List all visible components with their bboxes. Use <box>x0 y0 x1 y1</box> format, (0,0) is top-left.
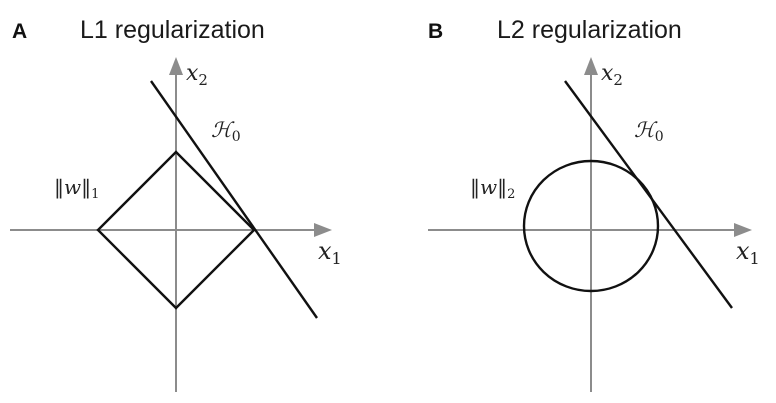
panel-a-hyperplane-line <box>150 80 318 319</box>
panel-b-norm-label: ‖w‖2 <box>470 175 515 202</box>
panel-a-x2-label: x2 <box>186 61 208 89</box>
l2-norm-circle <box>522 159 660 293</box>
panel-b-x1-label: x1 <box>736 237 760 268</box>
panel-a-x-axis-arrowhead <box>314 223 332 237</box>
panel-a-y-axis-arrowhead <box>169 57 183 75</box>
panel-a-letter: A <box>12 20 27 43</box>
panel-a-x1-label: x1 <box>318 237 342 268</box>
panel-b: B L2 regularization x2 x1 ℋ0 ‖w‖2 <box>428 16 760 392</box>
panel-b-x-axis-arrowhead <box>734 223 752 237</box>
panel-a-hyperplane-label: ℋ0 <box>211 118 241 145</box>
panel-a-norm-label: ‖w‖1 <box>54 175 99 202</box>
panel-a-title: L1 regularization <box>80 16 265 44</box>
panel-b-title: L2 regularization <box>497 16 682 44</box>
panel-a: A L1 regularization x2 x1 ℋ0 ‖w‖1 <box>10 16 342 392</box>
l1-norm-diamond <box>96 150 256 310</box>
panel-b-hyperplane-label: ℋ0 <box>634 118 664 145</box>
panel-b-x2-label: x2 <box>601 61 623 89</box>
panel-b-hyperplane-line <box>564 80 733 309</box>
panel-b-letter: B <box>428 20 443 43</box>
panel-b-y-axis-arrowhead <box>584 57 598 75</box>
